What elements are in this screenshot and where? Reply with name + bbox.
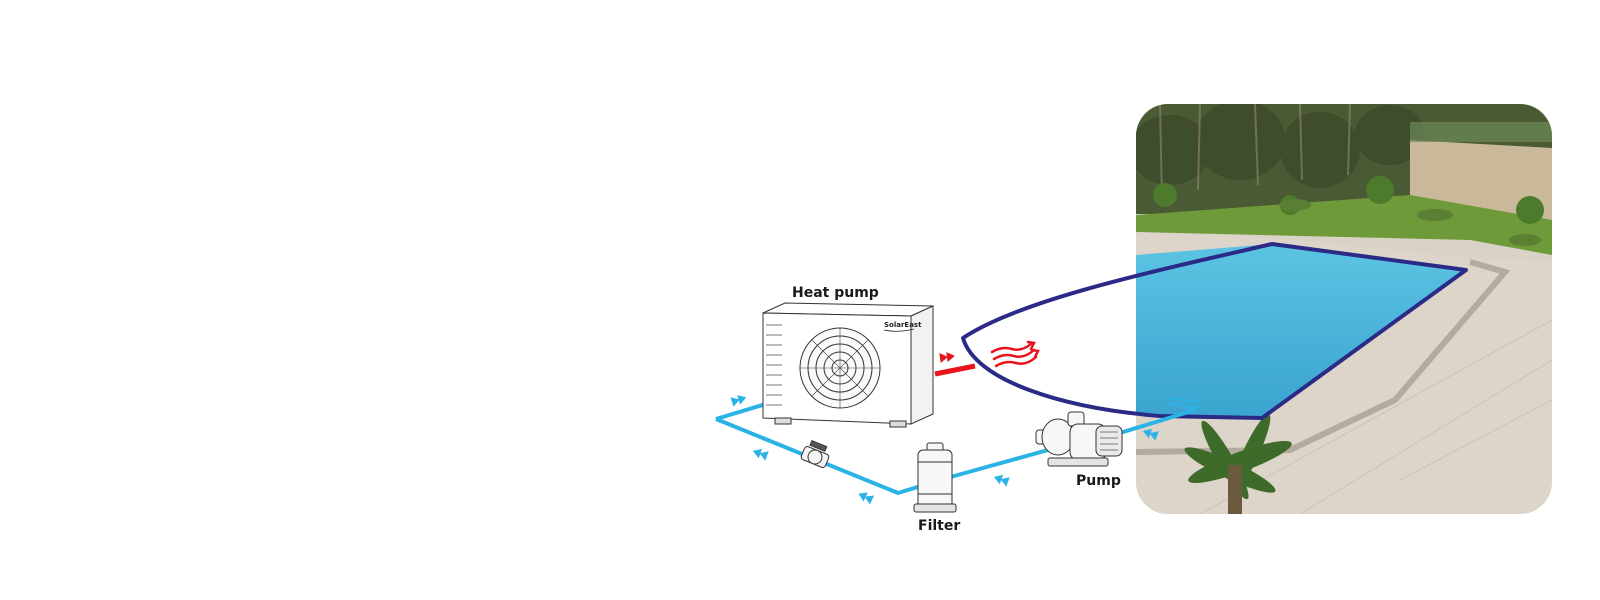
heat-pump-unit (762, 302, 934, 428)
heat-waves-icon (990, 340, 1040, 368)
drain-channel (1136, 259, 1511, 455)
hot-outlet-pipe (934, 363, 976, 377)
filter-label: Filter (918, 518, 961, 534)
valve-icon (800, 439, 830, 468)
pump-label: Pump (1076, 473, 1121, 489)
suction-waves-icon (1167, 397, 1201, 409)
return-pipe (715, 402, 767, 421)
heat-pump-label: Heat pump (792, 285, 879, 301)
pool-water (1136, 244, 1466, 418)
filter-unit (913, 442, 957, 513)
pool-suction-pipe (1109, 408, 1196, 438)
pump-unit (1035, 411, 1123, 467)
flow-arrows-red (939, 350, 956, 363)
pool-photo (1136, 104, 1552, 514)
lawn (1136, 195, 1552, 255)
brand-logo: SolarEast (884, 321, 922, 329)
pool-outline (961, 242, 1468, 420)
palm-tree (1184, 414, 1292, 514)
